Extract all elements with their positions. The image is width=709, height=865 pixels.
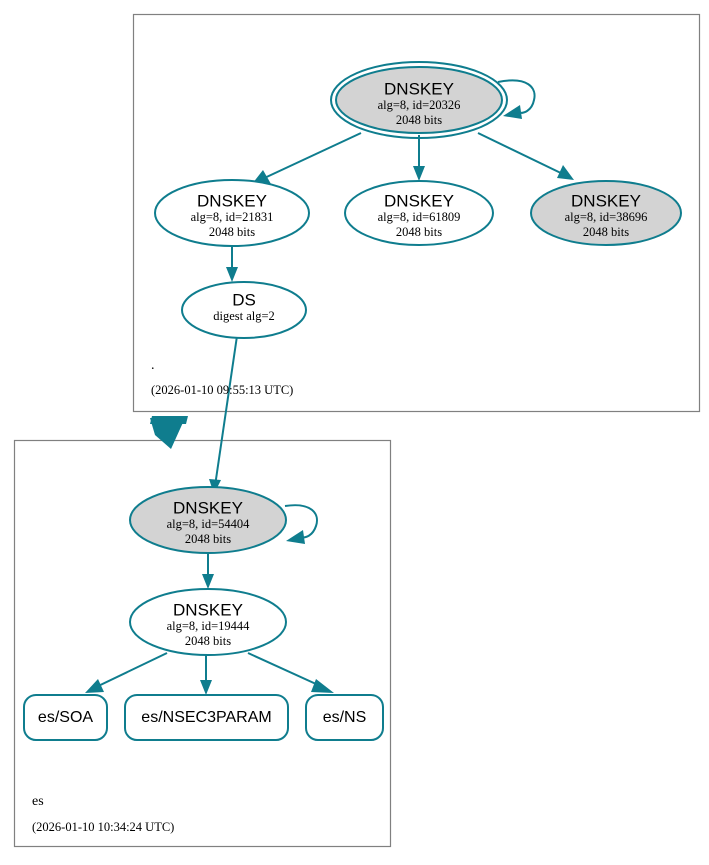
node-params: alg=8, id=20326	[378, 98, 461, 112]
zone-timestamp-root: (2026-01-10 09:55:13 UTC)	[151, 383, 293, 397]
node-params: alg=8, id=38696	[565, 210, 648, 224]
zone-cluster-root	[132, 13, 701, 413]
node-rrset-es-soa[interactable]: es/SOA	[23, 694, 108, 741]
node-dnskey-root-20326[interactable]: DNSKEY alg=8, id=20326 2048 bits	[330, 61, 508, 139]
edge-self-sign-es-ksk	[284, 504, 318, 544]
rrset-label: es/NS	[323, 709, 367, 726]
node-dnskey-root-38696[interactable]: DNSKEY alg=8, id=38696 2048 bits	[530, 180, 682, 246]
rrset-label: es/NSEC3PARAM	[141, 709, 271, 726]
node-title: DNSKEY	[384, 191, 454, 210]
node-size: 2048 bits	[185, 634, 231, 648]
node-dnskey-es-19444[interactable]: DNSKEY alg=8, id=19444 2048 bits	[129, 588, 287, 656]
node-params: alg=8, id=19444	[167, 619, 251, 633]
node-rrset-es-ns[interactable]: es/NS	[305, 694, 384, 741]
node-size: 2048 bits	[396, 225, 442, 239]
node-size: 2048 bits	[583, 225, 629, 239]
node-title: DS	[232, 290, 256, 309]
zone-label-root: .	[151, 358, 155, 373]
edge-sign-19444-to-soa	[85, 652, 168, 693]
edge-sign-19444-to-ns	[247, 652, 334, 693]
edge-sign-20326-to-38696	[477, 132, 574, 180]
edge-self-sign-root-ksk	[497, 79, 536, 119]
node-dnskey-root-21831[interactable]: DNSKEY alg=8, id=21831 2048 bits	[154, 179, 310, 247]
node-size: 2048 bits	[396, 113, 442, 127]
node-title: DNSKEY	[173, 498, 243, 517]
edge-sign-19444-to-nsec3param	[200, 655, 212, 695]
rrset-label: es/SOA	[38, 709, 93, 726]
edge-sign-20326-to-61809	[413, 135, 425, 181]
node-dnskey-root-61809[interactable]: DNSKEY alg=8, id=61809 2048 bits	[344, 180, 494, 246]
node-dnskey-es-54404[interactable]: DNSKEY alg=8, id=54404 2048 bits	[129, 486, 287, 554]
edge-sign-54404-to-19444	[202, 553, 214, 589]
zone-cluster-es	[13, 439, 392, 848]
node-rrset-es-nsec3param[interactable]: es/NSEC3PARAM	[124, 694, 289, 741]
node-title: DNSKEY	[197, 191, 267, 210]
edge-delegation-root-to-es	[150, 416, 188, 449]
node-params: alg=8, id=21831	[191, 210, 274, 224]
node-params: digest alg=2	[213, 309, 275, 323]
zone-label-es: es	[32, 794, 44, 809]
node-ds-root[interactable]: DS digest alg=2	[181, 281, 307, 339]
node-params: alg=8, id=61809	[378, 210, 461, 224]
zone-timestamp-es: (2026-01-10 10:34:24 UTC)	[32, 820, 174, 834]
node-params: alg=8, id=54404	[167, 517, 251, 531]
edge-sign-20326-to-21831	[252, 132, 362, 184]
edge-sign-21831-to-ds	[226, 246, 238, 282]
node-title: DNSKEY	[571, 191, 641, 210]
node-title: DNSKEY	[173, 600, 243, 619]
node-size: 2048 bits	[185, 532, 231, 546]
node-title: DNSKEY	[384, 79, 454, 98]
node-size: 2048 bits	[209, 225, 255, 239]
